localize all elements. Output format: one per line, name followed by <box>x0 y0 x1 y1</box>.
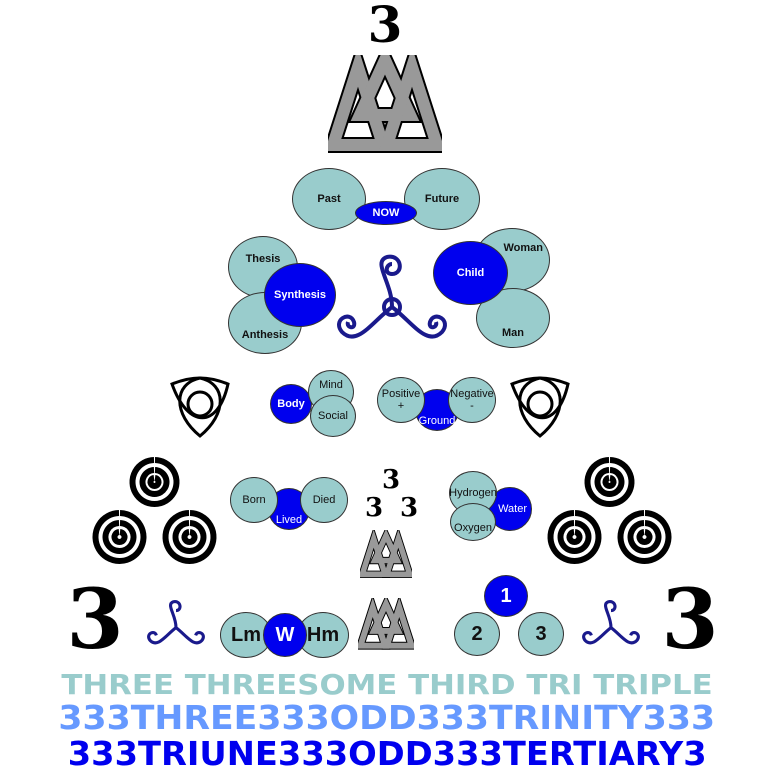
child-circle: Child <box>433 241 508 305</box>
cluster-three: 3 <box>381 465 401 495</box>
lived-label: Lived <box>275 514 303 526</box>
body-label: Body <box>277 398 305 410</box>
two-circle: 2 <box>454 612 500 656</box>
died-circle: Died <box>300 477 348 523</box>
triskelion-icon <box>337 254 447 339</box>
negative-sign: - <box>470 400 474 412</box>
cluster-three: 3 <box>364 493 384 523</box>
ground-label: Ground <box>418 415 456 427</box>
lm-label: Lm <box>231 624 261 646</box>
synthesis-circle: Synthesis <box>264 263 336 327</box>
negative-circle: Negative- <box>448 377 496 423</box>
now-label: NOW <box>372 207 400 219</box>
hydrogen-label: Hydrogen <box>449 487 497 499</box>
cluster-three: 3 <box>399 493 419 523</box>
top-three: 3 <box>367 0 403 54</box>
three-label: 3 <box>535 623 547 645</box>
water-label: Water <box>498 503 527 515</box>
two-label: 2 <box>471 623 483 645</box>
triquetra-icon <box>170 376 230 438</box>
w-circle: W <box>263 613 307 657</box>
lm-circle: Lm <box>220 612 272 658</box>
born-label: Born <box>242 494 266 506</box>
social-circle: Social <box>310 395 356 437</box>
now-ellipse: NOW <box>355 201 417 225</box>
valknut-small-icon <box>360 530 412 578</box>
small-triskelion-icon <box>582 600 640 645</box>
valknut-small-icon <box>358 598 414 650</box>
past-circle: Past <box>292 168 366 230</box>
future-label: Future <box>424 193 460 205</box>
words-line-2: 333THREE333ODD333TRINITY333 <box>0 701 774 734</box>
big-three-left: 3 <box>66 572 124 668</box>
words-line-3: 333TRIUNE333ODD333TERTIARY3 <box>0 737 774 770</box>
big-three-right: 3 <box>661 572 719 668</box>
past-label: Past <box>317 193 341 205</box>
words-line-1: THREE THREESOME THIRD TRI TRIPLE <box>0 671 774 699</box>
man-label: Man <box>502 327 524 339</box>
died-label: Died <box>312 494 336 506</box>
one-label: 1 <box>500 585 512 607</box>
thesis-label: Thesis <box>245 253 281 265</box>
words-line-2-text: 333THREE333ODD333TRINITY333 <box>58 698 716 737</box>
one-circle: 1 <box>484 575 528 617</box>
positive-sign: + <box>397 400 405 412</box>
anthesis-label: Anthesis <box>241 329 289 341</box>
woman-label: Woman <box>503 242 543 254</box>
positive-circle: Positive+ <box>377 377 425 423</box>
words-line-3-text: 333TRIUNE333ODD333TERTIARY3 <box>67 734 707 772</box>
future-circle: Future <box>404 168 480 230</box>
hm-label: Hm <box>306 624 340 646</box>
three-circle: 3 <box>518 612 564 656</box>
triple-spiral-icon <box>547 457 672 564</box>
child-label: Child <box>456 267 485 279</box>
triquetra-icon <box>510 376 570 438</box>
negative-label: Negative <box>450 388 494 400</box>
small-triskelion-icon <box>147 600 205 645</box>
oxygen-label: Oxygen <box>454 522 492 534</box>
mind-label: Mind <box>319 379 343 391</box>
born-circle: Born <box>230 477 278 523</box>
words-line-1-text: THREE THREESOME THIRD TRI TRIPLE <box>61 668 713 701</box>
social-label: Social <box>318 410 348 422</box>
triple-spiral-icon <box>92 457 217 564</box>
body-circle: Body <box>270 384 312 424</box>
oxygen-circle: Oxygen <box>450 503 496 541</box>
w-label: W <box>275 624 295 646</box>
positive-label: Positive <box>381 388 421 400</box>
synthesis-label: Synthesis <box>274 289 326 301</box>
valknut-icon <box>328 55 442 153</box>
